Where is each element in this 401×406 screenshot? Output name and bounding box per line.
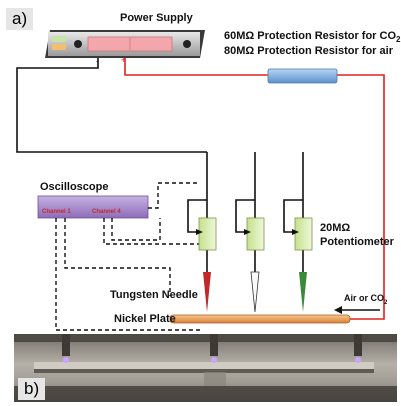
oscilloscope-label: Oscilloscope: [40, 181, 109, 193]
arrow-icon: [334, 306, 380, 314]
photo-illustration: [14, 334, 397, 402]
gas-flow-label: Air or CO2: [344, 293, 387, 306]
probe-wires: [55, 182, 200, 331]
resistor-icon: [267, 68, 338, 84]
positive-wire: [124, 58, 385, 320]
resistor-air-label: 80MΩ Protection Resistor for air: [224, 45, 393, 57]
channel-1-label: Channel 1: [42, 209, 71, 215]
oscilloscope-icon: [37, 195, 149, 219]
resistor-co2-subscript: 2: [396, 35, 401, 45]
potentiometer-label: Potentiometer: [320, 236, 394, 248]
nickel-plate-label: Nickel Plate: [114, 313, 176, 325]
power-supply-icon: [45, 30, 205, 58]
gas-flow-subscript: 2: [384, 299, 388, 306]
discharge-photo: [14, 334, 397, 402]
ground-wire: [16, 58, 304, 272]
panel-b-label: b): [18, 378, 46, 400]
plus-terminal-label: +: [121, 55, 127, 65]
minus-terminal-label: -: [96, 56, 99, 66]
resistor-co2-text: 60MΩ Protection Resistor for CO: [224, 30, 397, 42]
tungsten-needle-label: Tungsten Needle: [110, 289, 198, 301]
gas-flow-text: Air or CO: [344, 293, 385, 303]
power-supply-label: Power Supply: [120, 12, 193, 24]
channel-4-label: Channel 4: [92, 209, 121, 215]
needle-icon: [203, 271, 307, 313]
resistor-co2-label: 60MΩ Protection Resistor for CO2: [224, 30, 400, 44]
potentiometer-icon: [196, 217, 313, 251]
panel-a-label: a): [6, 8, 34, 30]
nickel-plate-icon: [169, 314, 351, 324]
potentiometer-value-label: 20MΩ: [320, 222, 351, 234]
